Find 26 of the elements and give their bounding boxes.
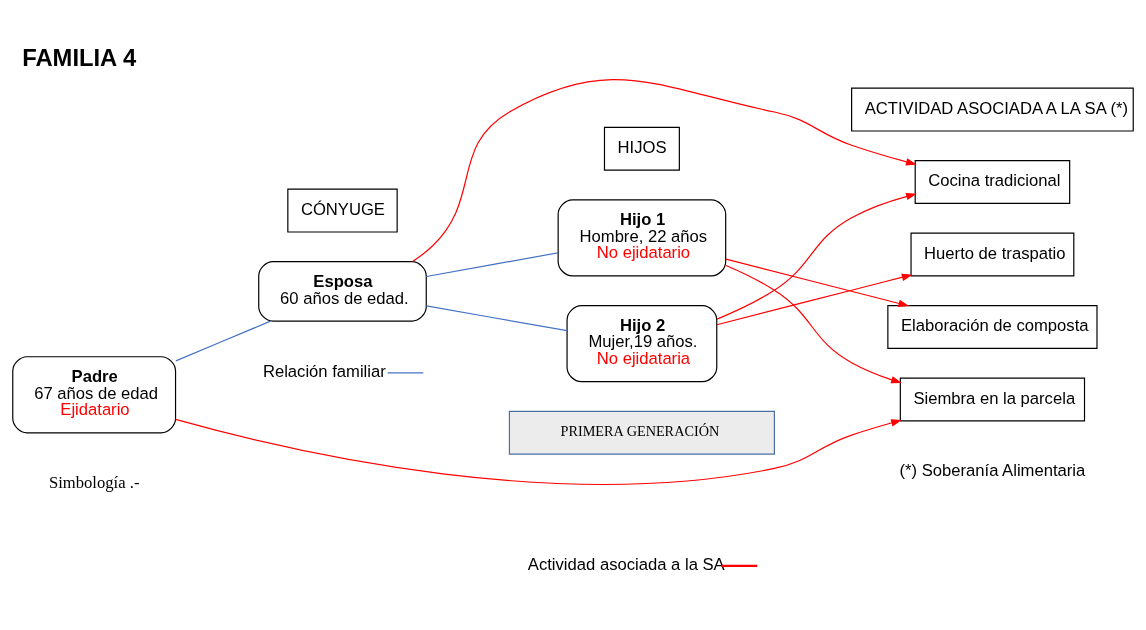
legend-label: Actividad asociada a la SA — [527, 554, 725, 574]
node-box: Esposa 60 años de edad. — [258, 260, 427, 322]
arrow — [716, 192, 917, 320]
node-box: Hijo 1 Hombre, 22 años No ejidatario — [557, 198, 727, 277]
arrow — [725, 264, 902, 383]
node-box: Elaboración de composta — [887, 304, 1098, 349]
node-box: CÓNYUGE — [287, 188, 398, 233]
label: Simbología .- — [48, 472, 140, 492]
node-box: Cocina tradicional — [914, 159, 1071, 204]
arrow — [412, 78, 917, 262]
connector — [425, 251, 559, 277]
connector — [425, 304, 568, 331]
diagram-title: FAMILIA 4 — [22, 43, 137, 71]
node-box: Siembra en la parcela — [899, 377, 1086, 421]
legend-label: Relación familiar — [262, 361, 386, 381]
node-box: PRIMERA GENERACIÓN — [508, 410, 775, 455]
node-box: HIJOS — [603, 126, 680, 171]
connector — [175, 320, 272, 361]
node-box: Huerto de traspatio — [910, 232, 1075, 277]
label: (*) Soberanía Alimentaria — [899, 460, 1086, 480]
arrow — [174, 418, 902, 485]
arrow — [725, 258, 910, 307]
arrow — [716, 273, 913, 325]
node-box: Padre 67 años de edad Ejidatario — [12, 355, 177, 433]
node-box: ACTIVIDAD ASOCIADA A LA SA (*) — [851, 87, 1134, 132]
node-box: Hijo 2 Mujer,19 años. No ejidataria — [566, 304, 718, 382]
